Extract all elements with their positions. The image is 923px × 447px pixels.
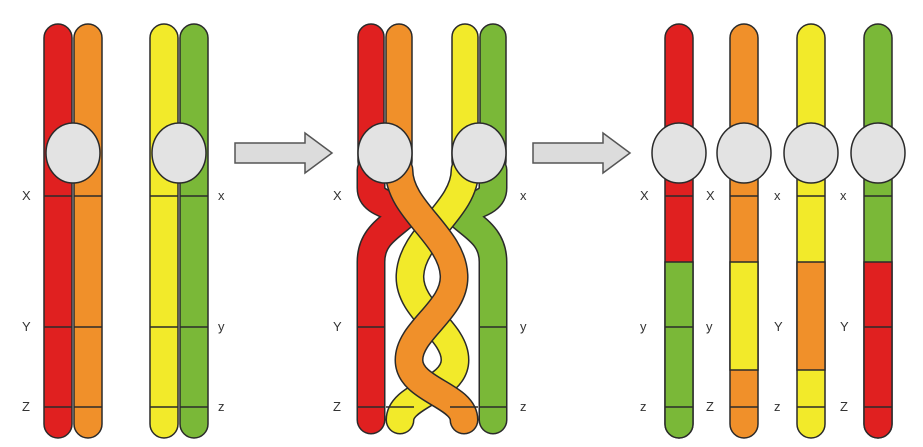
chromatid-green-left [180,24,208,438]
recombinant-chromatid-1 [652,24,706,438]
label-r1-c: z [640,399,647,414]
label-Z-left: Z [22,399,30,414]
label-r3-c: z [774,399,781,414]
left-panel: X Y Z x y z [22,24,225,438]
label-r2-b: y [706,319,713,334]
label-x-left: x [218,188,225,203]
recombinant-chromatid-4 [851,24,905,438]
middle-panel: X Y Z x y z [333,24,527,420]
label-r3-b: Y [774,319,783,334]
centromere-mid-2 [452,123,506,183]
chromatid-yellow-left [150,24,178,438]
label-y-mid: y [520,319,527,334]
label-r3-a: x [774,188,781,203]
process-arrow-2 [533,133,630,173]
process-arrow-1 [235,133,332,173]
label-Y-mid: Y [333,319,342,334]
label-x-mid: x [520,188,527,203]
right-panel: X y z X y Z x Y z x Y Z [640,24,905,438]
label-Z-mid: Z [333,399,341,414]
label-r1-a: X [640,188,649,203]
label-z-mid: z [520,399,527,414]
label-r2-a: X [706,188,715,203]
label-Y-left: Y [22,319,31,334]
label-r4-a: x [840,188,847,203]
label-X-left: X [22,188,31,203]
label-y-left: y [218,319,225,334]
label-r4-c: Z [840,399,848,414]
recombinant-chromatid-2 [717,24,771,438]
centromere-mid-1 [358,123,412,183]
label-X-mid: X [333,188,342,203]
centromere-left-1 [46,123,100,183]
chromatid-orange-left [74,24,102,438]
centromere-left-2 [152,123,206,183]
label-z-left: z [218,399,225,414]
label-r4-b: Y [840,319,849,334]
chromatid-red-left [44,24,72,438]
label-r2-c: Z [706,399,714,414]
label-r1-b: y [640,319,647,334]
recombinant-chromatid-3 [784,24,838,438]
